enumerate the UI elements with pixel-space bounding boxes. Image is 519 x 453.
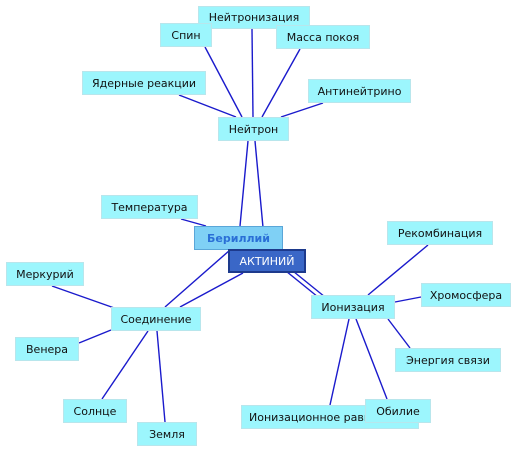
- edge-yadernye-neytron: [178, 94, 237, 118]
- edge-neytron-berilliy: [239, 140, 249, 227]
- node-soedinenie[interactable]: Соединение: [111, 307, 201, 331]
- node-yadernye-reaktsii[interactable]: Ядерные реакции: [82, 71, 206, 95]
- node-khromosfera[interactable]: Хромосфера: [421, 283, 511, 307]
- edge-solntse-soedinenie: [101, 330, 149, 400]
- edge-spin-neytron: [204, 46, 243, 118]
- node-obilie[interactable]: Обилие: [365, 399, 431, 423]
- node-ionizatsiya[interactable]: Ионизация: [311, 295, 395, 319]
- node-temperatura[interactable]: Температура: [101, 195, 198, 219]
- edge-neytronizatsiya-neytron: [251, 28, 254, 118]
- node-venera[interactable]: Венера: [15, 337, 79, 361]
- edge-energiya-ionizatsiya: [387, 318, 411, 349]
- edge-khromosfera-ionizatsiya: [394, 296, 422, 303]
- node-berilliy[interactable]: Бериллий: [194, 226, 283, 250]
- edge-temperatura-berilliy: [180, 218, 207, 227]
- edge-zemlya-soedinenie: [156, 330, 166, 423]
- node-massa-pokoya[interactable]: Масса покоя: [276, 25, 370, 49]
- edge-antineytrino-neytron: [280, 102, 324, 118]
- node-aktiniy-root[interactable]: АКТИНИЙ: [228, 249, 306, 273]
- node-rekombinatsiya[interactable]: Рекомбинация: [387, 221, 493, 245]
- edge-massa-neytron: [261, 48, 301, 118]
- node-neytronizatsiya[interactable]: Нейтронизация: [198, 6, 310, 29]
- edge-rekombinatsiya-ionizatsiya: [367, 244, 429, 296]
- node-ionizatsionnoe-ravnovesie[interactable]: Ионизационное равновесие: [241, 405, 419, 429]
- edge-merkuriy-soedinenie: [51, 285, 121, 311]
- node-neytron[interactable]: Нейтрон: [218, 117, 289, 141]
- node-spin[interactable]: Спин: [160, 23, 212, 47]
- node-zemlya[interactable]: Земля: [137, 422, 197, 446]
- node-solntse[interactable]: Солнце: [63, 399, 127, 423]
- edge-ravnovesie-ionizatsiya: [329, 318, 350, 406]
- node-antineytrino[interactable]: Антинейтрино: [308, 79, 411, 103]
- edge-obilie-ionizatsiya: [355, 318, 388, 400]
- edge-berilliy-soedinenie: [164, 249, 231, 308]
- node-merkuriy[interactable]: Меркурий: [6, 262, 84, 286]
- node-energiya-svyazi[interactable]: Энергия связи: [395, 348, 501, 372]
- edge-aktiniy-soedinenie: [179, 272, 244, 308]
- edge-venera-soedinenie: [78, 329, 112, 344]
